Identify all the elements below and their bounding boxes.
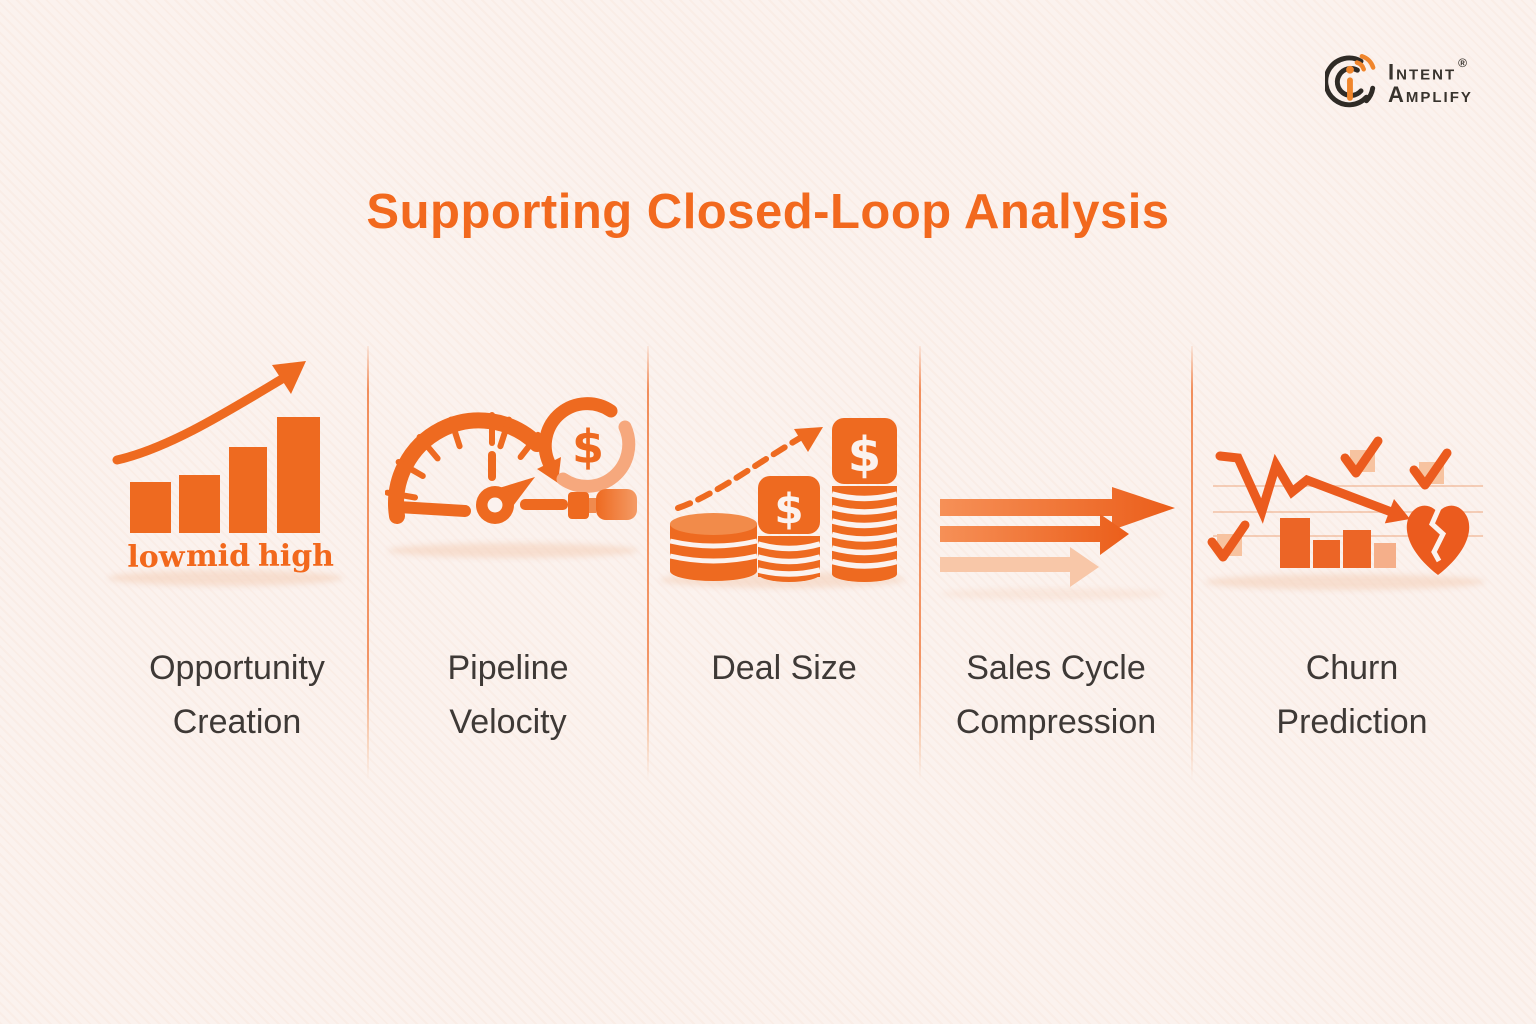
- gauge-ticks: [385, 412, 541, 501]
- gauge-baseline: [392, 501, 471, 517]
- speedometer-dollar-cycle-icon: $: [385, 397, 637, 524]
- bar-mid-1: [179, 475, 220, 533]
- churn-bar-3: [1343, 530, 1371, 568]
- icon-shadow: [388, 543, 638, 558]
- intent-amplify-logo: Intent® Amplify: [1325, 50, 1473, 112]
- cycle-arrowhead: [537, 457, 561, 483]
- registered-mark: ®: [1458, 55, 1469, 70]
- arrowhead: [794, 427, 823, 452]
- bar-low: [130, 482, 171, 533]
- column-label-opportunity-creation: Opportunity Creation: [87, 641, 387, 749]
- bar-label-mid: mid: [186, 539, 250, 574]
- column-divider: [1191, 346, 1193, 780]
- checkmarks: [1207, 436, 1452, 562]
- arrowhead: [1384, 499, 1410, 524]
- column-label-sales-cycle-compression: Sales Cycle Compression: [906, 641, 1206, 749]
- column-label-churn-prediction: Churn Prediction: [1202, 641, 1502, 749]
- needle-hub-hole: [487, 497, 503, 513]
- coin-stack-medium: $: [757, 476, 821, 582]
- coin-stacks-icon: $ $: [669, 418, 898, 582]
- bar-label-low: low: [127, 540, 185, 575]
- label-line: Pipeline: [447, 649, 569, 687]
- label-line: Churn: [1305, 649, 1399, 687]
- column-label-pipeline-velocity: Pipeline Velocity: [358, 641, 658, 749]
- page-title: Supporting Closed-Loop Analysis: [366, 185, 1170, 239]
- label-line: Creation: [172, 703, 302, 741]
- dashed-growth-arrow: [675, 435, 803, 511]
- logo-wordmark: Intent® Amplify: [1388, 56, 1473, 106]
- icon-shadow: [108, 570, 343, 586]
- pipe-coupler: [568, 492, 589, 519]
- churn-bar-1: [1280, 518, 1310, 568]
- label-line: Prediction: [1276, 703, 1428, 741]
- coin-stack-small: [669, 513, 758, 581]
- icon-shadow: [940, 588, 1165, 600]
- logo-word-intent: Intent®: [1388, 55, 1469, 85]
- decline-zigzag-line: [1215, 451, 1399, 524]
- arrow-long: [940, 487, 1175, 530]
- bar-mid-2: [229, 447, 267, 533]
- column-divider: [919, 346, 921, 780]
- bar-high: [277, 417, 320, 533]
- arrowhead: [272, 361, 306, 394]
- column-divider: [647, 346, 649, 780]
- column-label-deal-size: Deal Size: [634, 641, 934, 695]
- arrow-short-faded: [940, 547, 1099, 587]
- pipe-block: [596, 489, 637, 520]
- label-line: Sales Cycle: [966, 649, 1146, 687]
- churn-bar-2: [1313, 540, 1340, 568]
- label-line: Deal Size: [711, 649, 857, 687]
- heart-crack: [1428, 506, 1447, 563]
- dollar-sign: $: [848, 427, 881, 483]
- bar-label-high: high: [258, 539, 334, 574]
- growth-bar-chart-icon: low mid high: [112, 361, 334, 575]
- cycle-arc-dark: [538, 397, 618, 470]
- compression-arrows-icon: [940, 487, 1175, 587]
- churn-bar-4-faded: [1374, 543, 1396, 568]
- dollar-sign: $: [774, 485, 803, 534]
- label-line: Velocity: [449, 703, 567, 741]
- dollar-sign: $: [572, 420, 604, 474]
- arrow-medium: [940, 514, 1129, 555]
- pipe-bar: [520, 499, 568, 510]
- churn-decline-broken-heart-icon: [1207, 436, 1483, 575]
- intent-amplify-logo-icon: [1325, 54, 1376, 108]
- column-divider: [367, 346, 369, 780]
- growth-curve: [112, 371, 292, 465]
- gauge-arc: [388, 412, 545, 524]
- label-line: Compression: [955, 703, 1157, 741]
- cycle-arc-light: [556, 420, 636, 493]
- logo-word-amplify: Amplify: [1388, 82, 1473, 108]
- coin-stack-tall: $: [831, 418, 898, 582]
- label-line: Opportunity: [149, 649, 325, 687]
- icon-shadow: [1205, 574, 1485, 590]
- pipe-neck: [589, 498, 596, 513]
